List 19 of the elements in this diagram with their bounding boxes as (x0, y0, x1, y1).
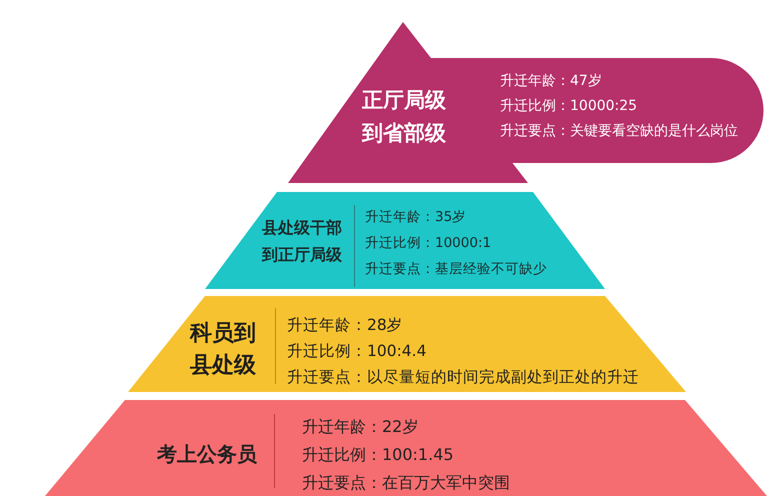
tier-detail: 升迁年龄：47岁 (500, 72, 602, 91)
tier-detail: 升迁比例：100:1.45 (302, 444, 454, 466)
tier-title: 正厅局级到省部级 (362, 87, 447, 147)
tier-detail: 升迁要点：在百万大军中突围 (302, 472, 510, 494)
pyramid-tier (45, 400, 767, 496)
tier-detail: 升迁比例：10000:1 (365, 234, 492, 253)
tier-title: 县处级干部到正厅局级 (262, 217, 343, 266)
tier-detail: 升迁要点：基层经验不可缺少 (365, 260, 547, 279)
tier-detail: 升迁比例：10000:25 (500, 97, 638, 116)
tier-detail: 升迁年龄：28岁 (287, 315, 403, 336)
tier-detail: 升迁要点：关键要看空缺的是什么岗位 (500, 122, 738, 141)
pyramid-tier (205, 192, 605, 289)
tier-title: 考上公务员 (157, 441, 257, 468)
tier-detail: 升迁年龄：22岁 (302, 416, 418, 438)
tier-detail: 升迁比例：100:4.4 (287, 341, 426, 362)
tier-title: 科员到县处级 (190, 320, 257, 380)
pyramid-tier (128, 296, 686, 393)
tier-detail: 升迁年龄：35岁 (365, 208, 466, 227)
tier-detail: 升迁要点：以尽量短的时间完成副处到正处的升迁 (287, 367, 639, 388)
